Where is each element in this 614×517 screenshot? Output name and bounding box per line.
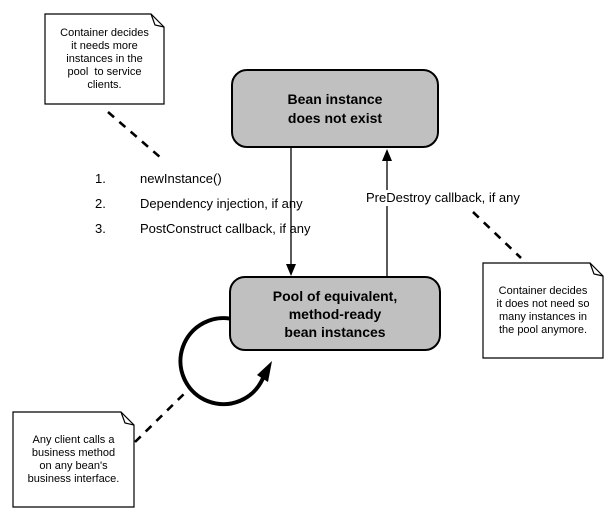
- note-container-reduces-pool: Container decides it does not need so ma…: [496, 284, 590, 336]
- step-number: 3.: [95, 221, 106, 236]
- note-shape-right: [482, 262, 604, 359]
- lifecycle-step-3: 3. PostConstruct callback, if any: [95, 221, 311, 236]
- loop-business-method-head: [257, 361, 272, 382]
- dashed-connector-bottom-note: [134, 388, 190, 443]
- step-number: 1.: [95, 171, 106, 186]
- state-bean-does-not-exist: Bean instance does not exist: [231, 69, 439, 148]
- loop-business-method-arc: [178, 316, 265, 407]
- lifecycle-step-1: 1. newInstance(): [95, 171, 222, 186]
- note-shape-top-left: [44, 13, 165, 105]
- note-fold-right-icon: [589, 262, 604, 277]
- note-fold-bottom-left-icon: [120, 411, 135, 426]
- lifecycle-step-2: 2. Dependency injection, if any: [95, 196, 303, 211]
- step-text: Dependency injection, if any: [140, 196, 303, 211]
- dashed-connector-top-left-note: [107, 111, 162, 159]
- step-text: PostConstruct callback, if any: [140, 221, 311, 236]
- predestroy-callback-label: PreDestroy callback, if any: [364, 190, 522, 206]
- note-client-calls-method: Any client calls a business method on an…: [27, 433, 120, 485]
- note-container-needs-instances: Container decides it needs more instance…: [60, 26, 149, 91]
- note-fold-top-left-icon: [150, 13, 165, 28]
- step-number: 2.: [95, 196, 106, 211]
- step-text: newInstance(): [140, 171, 222, 186]
- arrow-create-instance-head: [286, 264, 296, 276]
- dashed-connector-right-note: [472, 211, 522, 259]
- arrow-predestroy-head: [382, 149, 392, 161]
- note-shape-bottom-left: [12, 411, 135, 508]
- state-pool-method-ready: Pool of equivalent, method-ready bean in…: [229, 276, 441, 351]
